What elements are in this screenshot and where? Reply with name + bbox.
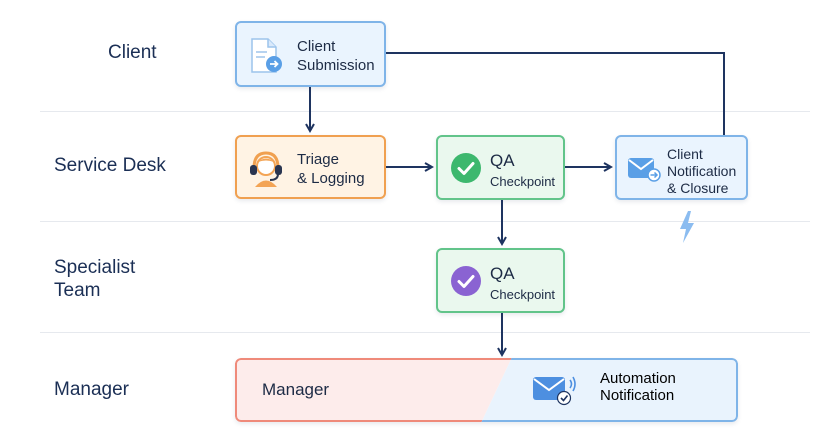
lane-divider bbox=[40, 111, 810, 112]
check-circle-icon bbox=[451, 266, 481, 296]
lane-label-service-desk: Service Desk bbox=[54, 155, 166, 176]
check-circle-icon bbox=[451, 153, 481, 183]
lane-label-client: Client bbox=[108, 42, 157, 63]
node-manager[interactable] bbox=[235, 358, 512, 422]
node-title: QA bbox=[490, 264, 515, 283]
headset-agent-icon bbox=[250, 151, 282, 187]
document-arrow-icon bbox=[251, 38, 282, 73]
node-label: Triage & Logging bbox=[297, 151, 365, 187]
lane-divider bbox=[40, 332, 810, 333]
node-qa-checkpoint-specialist[interactable]: QA Checkpoint bbox=[436, 248, 565, 313]
node-automation-notification[interactable] bbox=[481, 358, 738, 422]
node-qa-checkpoint-service-desk[interactable]: QA Checkpoint bbox=[436, 135, 565, 200]
node-subtitle: Checkpoint bbox=[490, 174, 556, 189]
node-manager-automation[interactable]: Manager Automation Notification bbox=[235, 358, 738, 422]
lightning-icon bbox=[680, 211, 694, 243]
node-label-automation: Automation Notification bbox=[600, 370, 676, 404]
node-label: Client Notification & Closure bbox=[667, 146, 737, 196]
lane-divider bbox=[40, 221, 810, 222]
envelope-notification-icon bbox=[628, 158, 661, 182]
node-client-submission[interactable]: Client Submission bbox=[235, 21, 386, 87]
edge-notification-to-submission bbox=[386, 52, 725, 135]
envelope-check-icon bbox=[533, 376, 576, 406]
node-triage-logging[interactable]: Triage & Logging bbox=[235, 135, 386, 199]
node-title: QA bbox=[490, 151, 515, 170]
node-label: Client Submission bbox=[297, 38, 375, 74]
lane-label-manager: Manager bbox=[54, 379, 129, 400]
node-client-notification-closure[interactable]: Client Notification & Closure bbox=[615, 135, 748, 200]
node-subtitle: Checkpoint bbox=[490, 287, 556, 302]
node-label-manager: Manager bbox=[262, 380, 330, 399]
lane-label-specialist-team: Specialist Team bbox=[54, 257, 136, 301]
